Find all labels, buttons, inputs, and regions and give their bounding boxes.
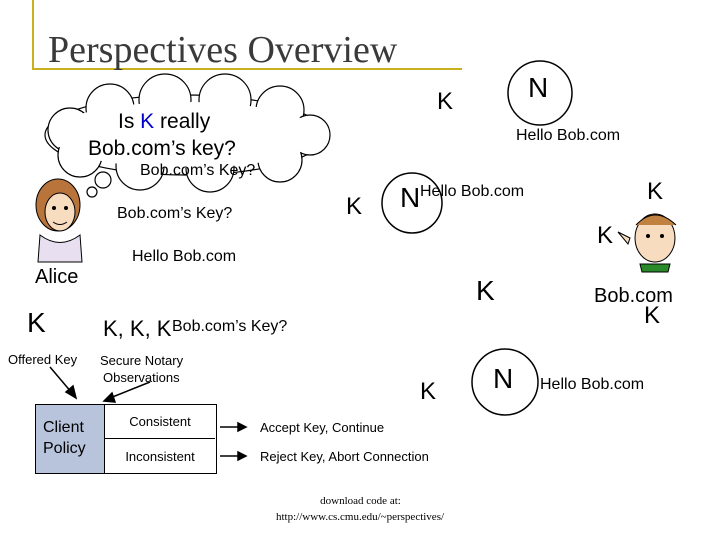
label-query-3: Bob.com’s Key? <box>172 318 288 335</box>
label-observations: Observations <box>103 370 180 385</box>
thought-line-2: Bob.com’s key? <box>88 137 236 160</box>
label-query-1: Bob.com’s Key? <box>140 162 256 179</box>
label-k-list: K, K, K <box>103 316 172 341</box>
client-policy-cell: Client Policy <box>36 405 105 473</box>
title-accent-horizontal <box>32 68 462 70</box>
label-n-top: N <box>528 72 549 103</box>
label-alice: Alice <box>35 266 79 288</box>
label-offered-key: Offered Key <box>8 352 78 367</box>
label-k-bob: K <box>644 302 661 329</box>
label-consistent: Consistent <box>129 414 191 429</box>
label-hello-alice: Hello Bob.com <box>132 248 237 265</box>
label-bob-com: Bob.com <box>594 285 673 307</box>
notary-nodes <box>381 60 573 416</box>
alice-icon <box>35 178 83 263</box>
label-n-bottom: N <box>493 363 514 394</box>
label-query-2: Bob.com’s Key? <box>117 205 233 222</box>
label-hello-mid: Hello Bob.com <box>420 183 525 200</box>
label-inconsistent: Inconsistent <box>125 449 195 464</box>
label-reject: Reject Key, Abort Connection <box>260 449 429 464</box>
bob-icon <box>617 213 677 273</box>
label-accept: Accept Key, Continue <box>260 420 385 435</box>
footer-download: download code at: <box>320 495 401 507</box>
slide-title: Perspectives Overview <box>48 29 398 71</box>
label-hello-bottom: Hello Bob.com <box>540 376 645 393</box>
label-k-right-1: K <box>647 178 664 205</box>
label-k-alice: K <box>27 307 46 338</box>
policy-arrows <box>49 366 248 462</box>
label-k-right-2: K <box>597 222 614 249</box>
title-accent-vertical <box>32 0 34 70</box>
client-policy-line-1: Client <box>43 419 84 436</box>
label-k-mid: K <box>346 193 363 220</box>
label-secure-notary: Secure Notary <box>100 353 184 368</box>
consistent-cell: Consistent <box>105 405 215 439</box>
label-hello-top: Hello Bob.com <box>516 127 621 144</box>
label-n-mid: N <box>400 182 421 213</box>
policy-table: Client Policy Consistent Inconsistent <box>35 404 217 474</box>
client-policy-line-2: Policy <box>43 440 86 457</box>
thought-cloud <box>44 73 331 198</box>
label-k-top: K <box>437 88 454 115</box>
label-k-right-3: K <box>476 275 495 306</box>
thought-line-1: Is K really <box>118 110 211 133</box>
label-k-bottom: K <box>420 378 437 405</box>
footer-url[interactable]: http://www.cs.cmu.edu/~perspectives/ <box>275 511 445 523</box>
inconsistent-cell: Inconsistent <box>105 439 215 472</box>
